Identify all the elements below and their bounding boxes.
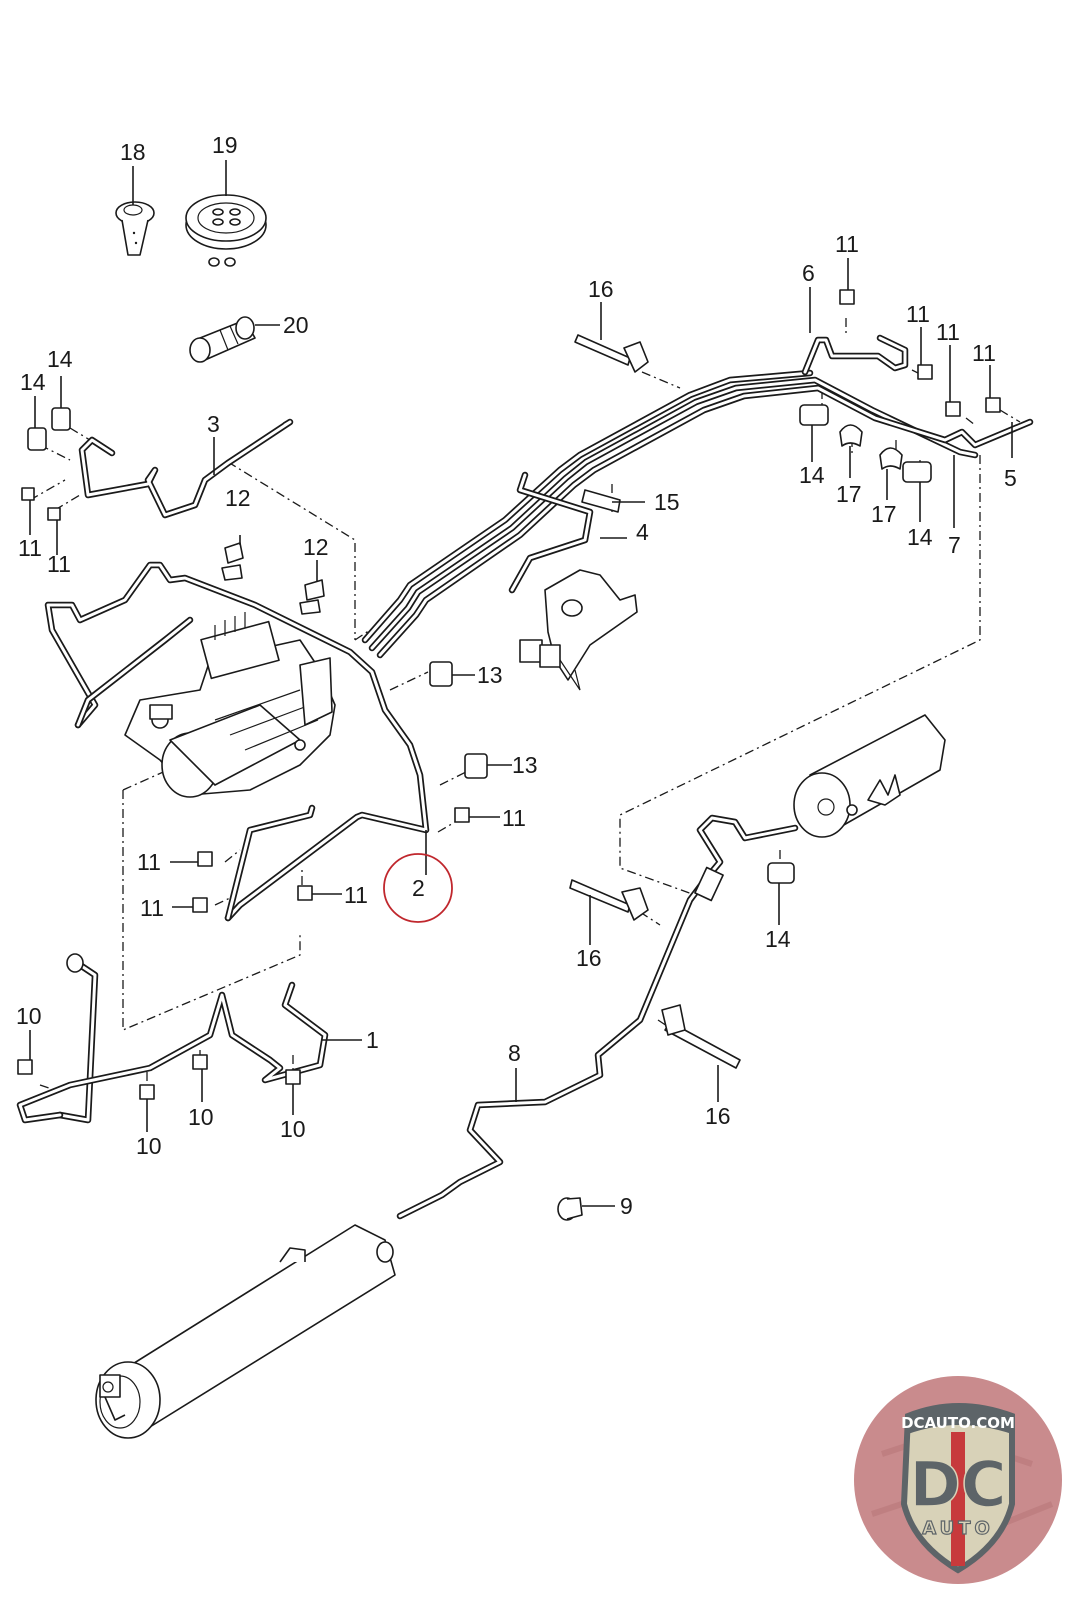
callout-11: 11 <box>502 805 526 831</box>
callout-10: 10 <box>16 1003 42 1029</box>
callout-6: 6 <box>802 260 815 286</box>
air-line-3 <box>78 418 294 519</box>
air-line-8 <box>396 814 799 1220</box>
air-line-1 <box>16 961 329 1124</box>
callout-11: 11 <box>137 849 161 875</box>
clips <box>17 289 1001 1100</box>
callout-10: 10 <box>280 1116 306 1142</box>
connector-20 <box>189 316 256 363</box>
callout-10: 10 <box>136 1133 162 1159</box>
callout-18: 18 <box>120 139 146 165</box>
callout-14: 14 <box>47 346 73 372</box>
callout-11: 11 <box>344 882 368 908</box>
callout-2: 2 <box>412 875 425 901</box>
callout-15: 15 <box>654 489 680 515</box>
callout-14: 14 <box>20 369 46 395</box>
highlight-ring <box>383 853 453 923</box>
leader-lines <box>29 160 1013 1207</box>
callout-12: 12 <box>225 485 251 511</box>
logo-stripe <box>951 1432 965 1566</box>
callout-11: 11 <box>972 340 996 366</box>
callout-17: 17 <box>836 481 862 507</box>
callout-3: 3 <box>207 411 220 437</box>
callout-12: 12 <box>303 534 329 560</box>
callout-14: 14 <box>907 524 933 550</box>
compressor <box>124 612 336 798</box>
callout-17: 17 <box>871 501 897 527</box>
callout-14: 14 <box>765 926 791 952</box>
grommet-18 <box>115 201 155 256</box>
callout-16: 16 <box>588 276 614 302</box>
logo-sub: AUTO <box>922 1518 994 1539</box>
callout-10: 10 <box>188 1104 214 1130</box>
callout-1: 1 <box>366 1027 379 1053</box>
logo-monogram: DC <box>910 1448 1007 1521</box>
callout-14: 14 <box>799 462 825 488</box>
logo-site: DCAUTO.COM <box>901 1414 1015 1432</box>
callout-11: 11 <box>140 895 164 921</box>
callout-11: 11 <box>47 551 71 577</box>
callout-4: 4 <box>636 519 649 545</box>
callout-5: 5 <box>1004 465 1017 491</box>
callout-20: 20 <box>283 312 309 338</box>
callout-16: 16 <box>705 1103 731 1129</box>
callout-11: 11 <box>906 301 930 327</box>
pipe-bundle <box>361 334 1034 659</box>
air-line-2 <box>44 561 430 922</box>
callout-13: 13 <box>512 752 538 778</box>
callout-labels: 18 19 20 14 14 3 11 11 12 12 16 6 11 11 … <box>16 132 1017 1219</box>
valve-block <box>519 569 638 691</box>
callout-11: 11 <box>835 231 859 257</box>
callout-16: 16 <box>576 945 602 971</box>
callout-9: 9 <box>620 1193 633 1219</box>
plug-9 <box>557 1197 583 1221</box>
pressure-cylinder <box>95 1224 396 1439</box>
callout-7: 7 <box>948 532 961 558</box>
callout-8: 8 <box>508 1040 521 1066</box>
callout-11: 11 <box>18 535 42 561</box>
callout-19: 19 <box>212 132 238 158</box>
air-reservoir <box>793 714 946 838</box>
multi-grommet-19 <box>185 194 267 267</box>
callout-11: 11 <box>936 319 960 345</box>
callout-13: 13 <box>477 662 503 688</box>
dcauto-logo: DCAUTO.COM DC AUTO <box>854 1376 1062 1584</box>
